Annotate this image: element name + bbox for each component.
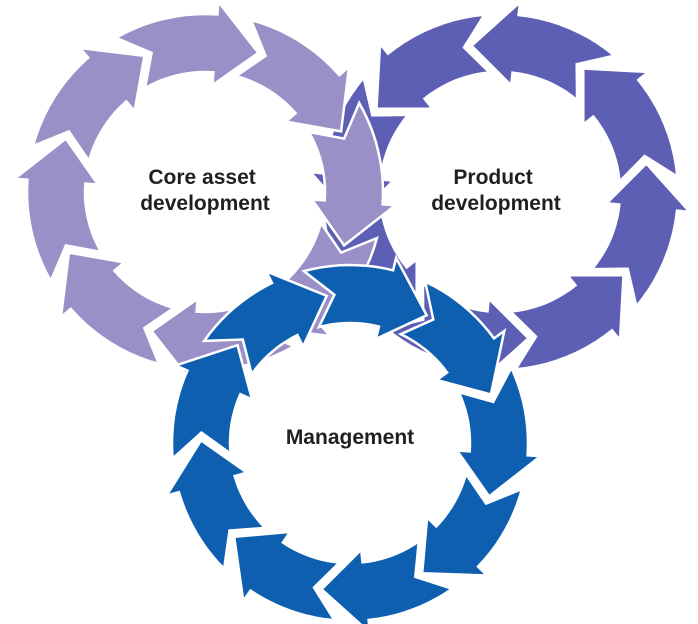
- management-cycle-arrow: [170, 343, 254, 462]
- core-asset-cycle-arrow: [59, 251, 177, 366]
- management-label-line-1: Management: [286, 426, 414, 449]
- product-cycle-arrow: [589, 161, 693, 310]
- management-cycle-arrow: [232, 530, 343, 622]
- product-cycle-arrow: [582, 67, 679, 185]
- management-cycle-arrow: [420, 471, 524, 577]
- management-cycle: Management: [163, 254, 544, 624]
- product-development-label-line-1: Product: [453, 166, 532, 189]
- product-development-label-line-2: development: [431, 192, 561, 215]
- product-cycle-arrow: [469, 0, 618, 103]
- core-asset-development-label-line-2: development: [140, 192, 270, 215]
- management-cycle-arrow: [201, 269, 329, 378]
- management-label: Management: [286, 426, 414, 449]
- core-asset-development-cycle: Core asset development: [11, 0, 399, 386]
- product-development-label: Product development: [431, 166, 561, 215]
- management-cycle-arrow: [163, 438, 268, 572]
- management-cycle-arrow: [319, 538, 455, 624]
- core-asset-cycle-arrow: [31, 46, 146, 164]
- core-asset-cycle-arrow: [306, 100, 399, 248]
- core-asset-cycle-arrow: [113, 0, 261, 91]
- core-asset-cycle-arrow: [11, 136, 104, 284]
- management-cycle-arrow: [454, 364, 544, 499]
- core-asset-development-label: Core asset development: [140, 166, 270, 215]
- product-cycle-arrow: [507, 274, 625, 371]
- management-arrow-ring: [163, 254, 544, 624]
- management-cycle-arrow: [397, 279, 507, 397]
- core-asset-cycle-arrow: [233, 18, 351, 133]
- management-cycle-arrow: [301, 254, 429, 342]
- product-cycle-arrow: [375, 13, 493, 110]
- core-asset-development-label-line-1: Core asset: [148, 166, 255, 189]
